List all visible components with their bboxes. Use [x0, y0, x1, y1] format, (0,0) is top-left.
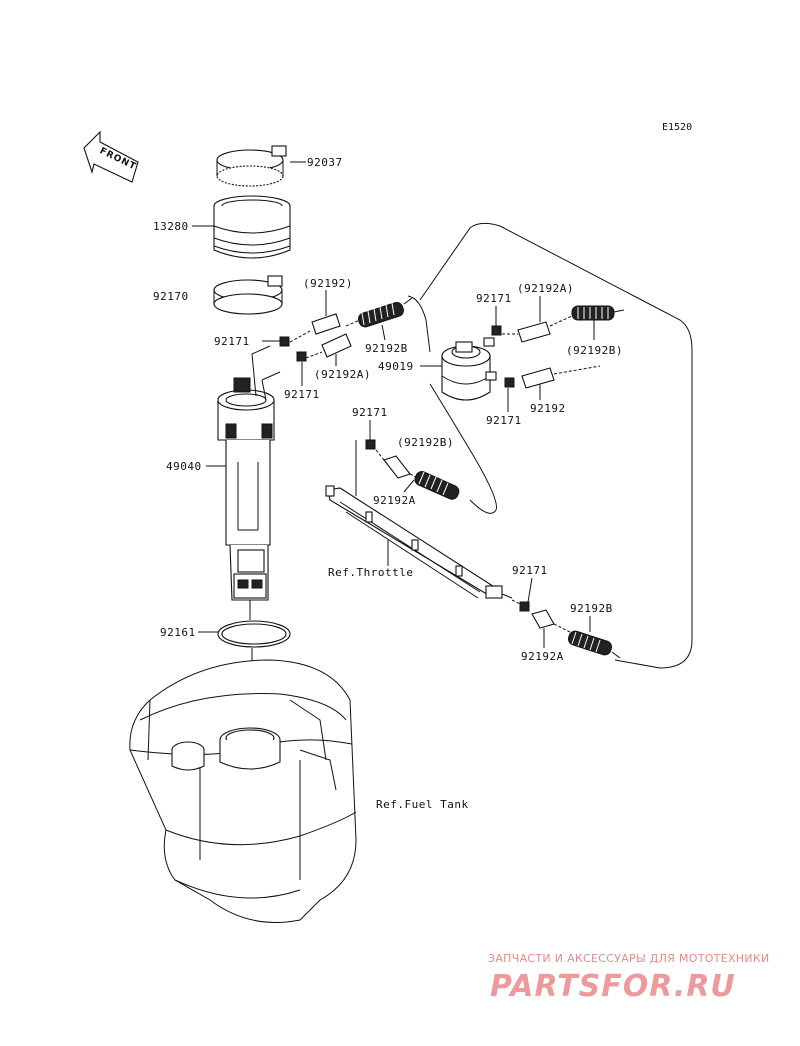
part-92037-label: 92037: [307, 156, 343, 169]
part-92192B-paren-right-label: (92192B): [566, 344, 623, 357]
watermark-tagline: ЗАПЧАСТИ И АКСЕССУАРЫ ДЛЯ МОТОТЕХНИКИ: [488, 952, 770, 965]
part-92171-filter-top-label: 92171: [476, 292, 512, 305]
part-92192-paren-top-label: (92192): [303, 277, 353, 290]
part-92192B-rail-end-label: 92192B: [570, 602, 613, 615]
front-arrow-icon: FRONT: [83, 130, 139, 183]
watermark: ЗАПЧАСТИ И АКСЕССУАРЫ ДЛЯ МОТОТЕХНИКИ PA…: [488, 952, 770, 1004]
fuel-tank: [129, 659, 357, 923]
part-92170-label: 92170: [153, 290, 189, 303]
part-92192A-paren-left-label: (92192A): [314, 368, 371, 381]
clamp-92037: [216, 145, 287, 187]
fuel-filter-49019: [441, 337, 497, 401]
part-92171-rail-end-label: 92171: [512, 564, 548, 577]
clamp-92170: [213, 275, 283, 315]
ref-throttle-label: Ref.Throttle: [328, 566, 413, 579]
part-49019-label: 49019: [378, 360, 414, 373]
hose-segments-left: [289, 297, 413, 359]
part-92192A-rail-end-label: 92192A: [521, 650, 564, 663]
part-92161-label: 92161: [160, 626, 196, 639]
part-92171-rail-top-label: 92171: [352, 406, 388, 419]
hose-segments-right: [491, 305, 625, 389]
hose-segments-mid: [365, 439, 460, 500]
part-92192B-paren-mid-label: (92192B): [397, 436, 454, 449]
ref-fuel-tank-label: Ref.Fuel Tank: [376, 798, 469, 811]
part-49040-label: 49040: [166, 460, 202, 473]
part-92171-filter-bottom-label: 92171: [486, 414, 522, 427]
diagram-code: E1520: [662, 122, 692, 133]
boot-13280: [213, 195, 291, 259]
watermark-logo: PARTSFOR.RU: [490, 969, 736, 1004]
part-92192A-paren-right-label: (92192A): [517, 282, 574, 295]
o-ring-92161: [217, 620, 291, 648]
part-92192B-left-label: 92192B: [365, 342, 408, 355]
fuel-rail: [325, 485, 513, 599]
part-92192-right-label: 92192: [530, 402, 566, 415]
hose-segments-rail-end: [511, 599, 621, 659]
fuel-pump-49040: [217, 345, 281, 601]
clip-92171-left: [279, 336, 307, 362]
part-13280-label: 13280: [153, 220, 189, 233]
part-92171-left-label: 92171: [214, 335, 250, 348]
part-92192A-mid-label: 92192A: [373, 494, 416, 507]
part-92171-left2-label: 92171: [284, 388, 320, 401]
